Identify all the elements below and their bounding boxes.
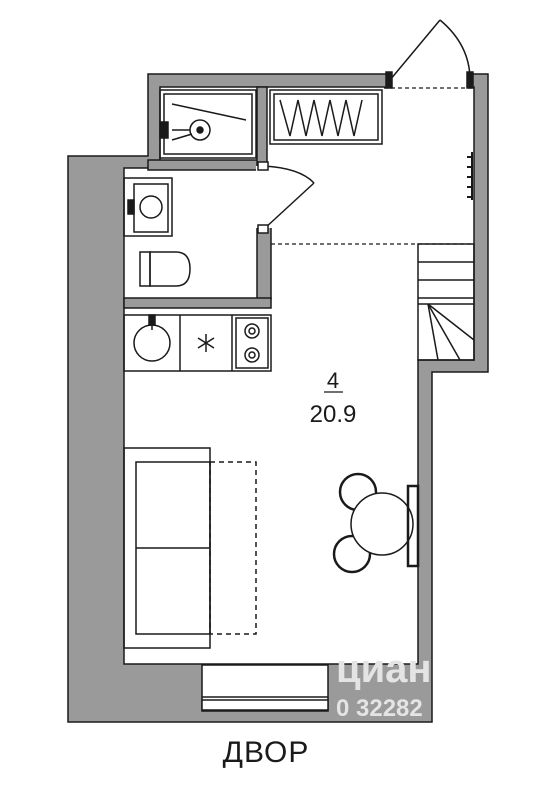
radiator	[467, 152, 473, 200]
toilet	[139, 251, 191, 287]
stair-outline	[417, 243, 475, 361]
shower	[159, 89, 257, 159]
walls	[67, 73, 489, 723]
orientation-label: ДВОР	[223, 736, 310, 769]
wardrobe-inner	[273, 93, 379, 141]
chair-bottom	[332, 534, 372, 574]
room-number: 4	[327, 368, 339, 393]
dining-table	[350, 492, 414, 556]
door-leaf	[389, 19, 441, 81]
burner-bottom	[244, 347, 260, 363]
watermark: циан 0 32282	[336, 647, 432, 722]
wardrobe	[269, 89, 383, 145]
staircase	[417, 243, 475, 361]
cooktop	[235, 317, 269, 369]
dining-set	[332, 472, 420, 574]
watermark-phone: 0 32282	[336, 695, 423, 722]
snowflake-icon	[197, 334, 215, 352]
washbasin	[123, 177, 173, 237]
outer-wall	[67, 73, 489, 723]
door-jamb-left	[385, 71, 393, 89]
burner-top	[244, 323, 260, 339]
entrance-door[interactable]	[385, 19, 474, 89]
toilet-bowl	[149, 251, 191, 287]
door-jamb-right	[466, 71, 474, 89]
door-opening	[389, 72, 473, 88]
watermark-brand: циан	[336, 647, 432, 691]
wall-bath-lower	[147, 159, 259, 171]
kitchen-counter	[123, 314, 272, 372]
bath-door-opening	[256, 166, 272, 228]
side-chair	[406, 484, 420, 568]
washbasin-bowl	[139, 195, 163, 219]
washbasin-counter	[123, 177, 173, 237]
wall-bath-right	[256, 86, 268, 168]
kitchen	[123, 314, 272, 372]
wardrobe-hangers	[279, 99, 363, 137]
window-bottom	[201, 699, 329, 711]
kitchen-sink	[133, 324, 171, 362]
sofa-extension	[209, 461, 257, 635]
wall-toilet-bottom	[123, 297, 272, 309]
shower-mixer	[159, 121, 169, 139]
zone-lines	[271, 87, 474, 245]
bathroom-door[interactable]	[256, 161, 315, 234]
door-swing	[439, 19, 471, 81]
washbasin-bowl-frame	[133, 183, 169, 233]
room-area: 20.9	[310, 401, 357, 428]
toilet-tank	[139, 251, 151, 287]
balcony	[201, 664, 329, 712]
wall-toilet-right	[256, 226, 272, 300]
wardrobe-box	[269, 89, 383, 145]
shower-drain-center	[196, 126, 204, 134]
sofa	[123, 447, 257, 649]
